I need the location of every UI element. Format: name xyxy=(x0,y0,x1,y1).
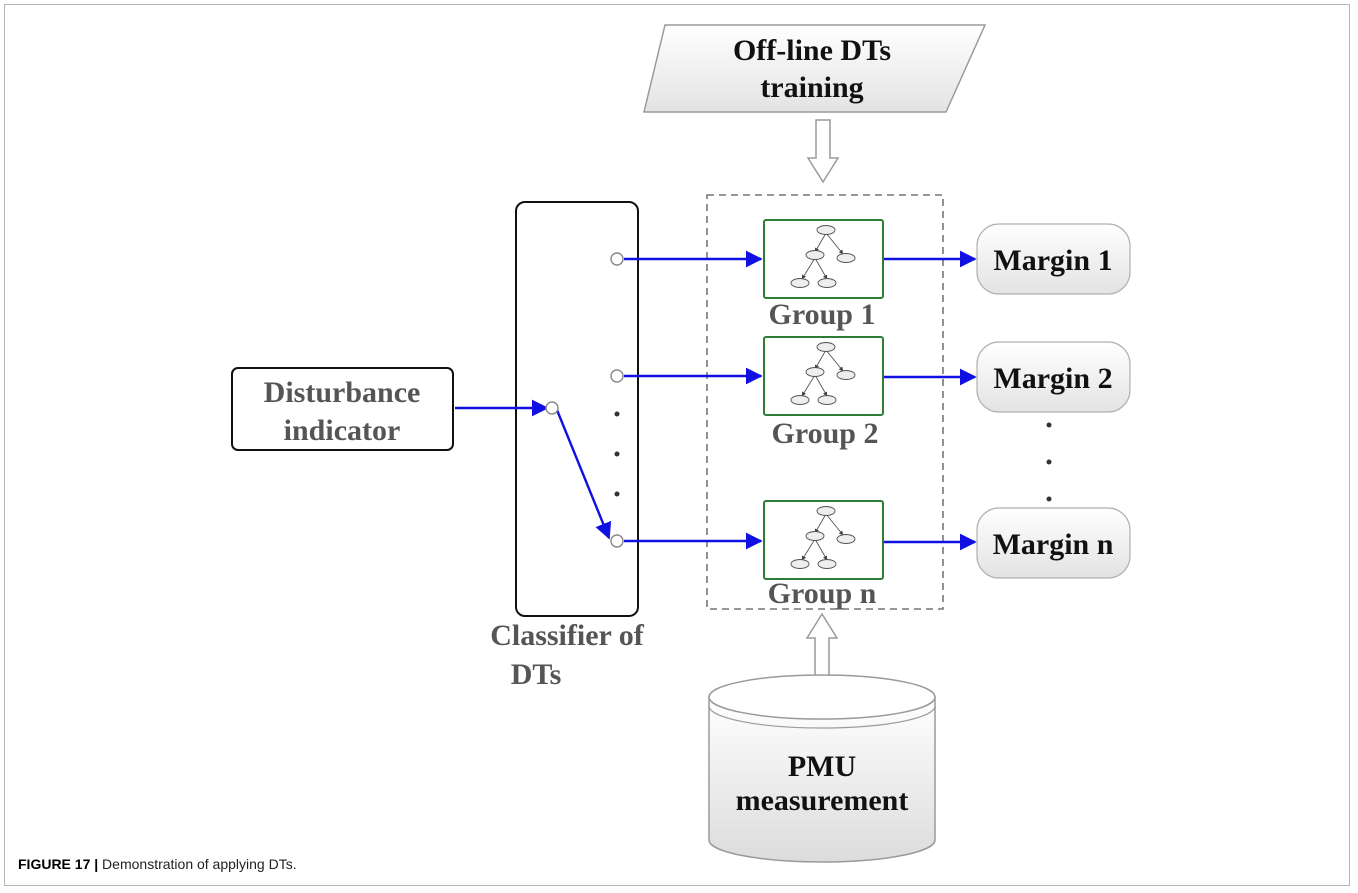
offline-label-line2: training xyxy=(760,71,863,104)
classifier-label-line1: Classifier of xyxy=(490,619,645,652)
group-n-label: Group n xyxy=(768,577,877,610)
pmu-measurement-db: PMU measurement xyxy=(708,674,936,863)
figure-number: FIGURE 17 | xyxy=(18,856,99,872)
group-1-label: Group 1 xyxy=(769,298,876,331)
margin-ellipsis xyxy=(1046,422,1052,502)
margin-n: Margin n xyxy=(976,507,1131,579)
pmu-label-line2: measurement xyxy=(736,784,909,817)
figure-caption: FIGURE 17 | Demonstration of applying DT… xyxy=(18,856,297,872)
disturbance-label-line1: Disturbance xyxy=(264,376,421,409)
margin-1-label: Margin 1 xyxy=(993,244,1112,277)
pmu-label-line1: PMU xyxy=(788,750,856,783)
disturbance-indicator-block: Disturbance indicator xyxy=(231,367,454,451)
dt-groups-container xyxy=(706,194,944,610)
contact-input xyxy=(545,401,559,415)
offline-label-line1: Off-line DTs xyxy=(733,34,891,67)
pmu-up-arrow xyxy=(805,612,839,677)
contact-out-n xyxy=(610,534,624,548)
figure-frame xyxy=(4,4,1350,886)
switch-contacts xyxy=(545,252,624,548)
classifier-block: Classifier of DTs xyxy=(490,201,645,691)
margin-2: Margin 2 xyxy=(976,341,1131,413)
offline-training-block: Off-line DTs training xyxy=(643,24,987,113)
margin-1: Margin 1 xyxy=(976,223,1131,295)
signal-arrows xyxy=(455,250,977,551)
group-n xyxy=(763,500,884,580)
classifier-ellipsis xyxy=(614,411,620,497)
group-2-label: Group 2 xyxy=(772,417,879,450)
group-2 xyxy=(763,336,884,416)
figure-caption-text: Demonstration of applying DTs. xyxy=(98,856,297,872)
group-1 xyxy=(763,219,884,299)
margin-2-label: Margin 2 xyxy=(993,362,1112,395)
switch-arm xyxy=(555,409,612,540)
contact-out-1 xyxy=(610,252,624,266)
contact-out-2 xyxy=(610,369,624,383)
training-down-arrow xyxy=(806,119,840,184)
classifier-label-line2: DTs xyxy=(511,658,562,691)
disturbance-label-line2: indicator xyxy=(284,414,401,447)
margin-n-label: Margin n xyxy=(993,528,1114,561)
decision-tree-icon xyxy=(790,225,856,288)
decision-tree-icon xyxy=(790,506,856,569)
decision-tree-icon xyxy=(790,342,856,405)
